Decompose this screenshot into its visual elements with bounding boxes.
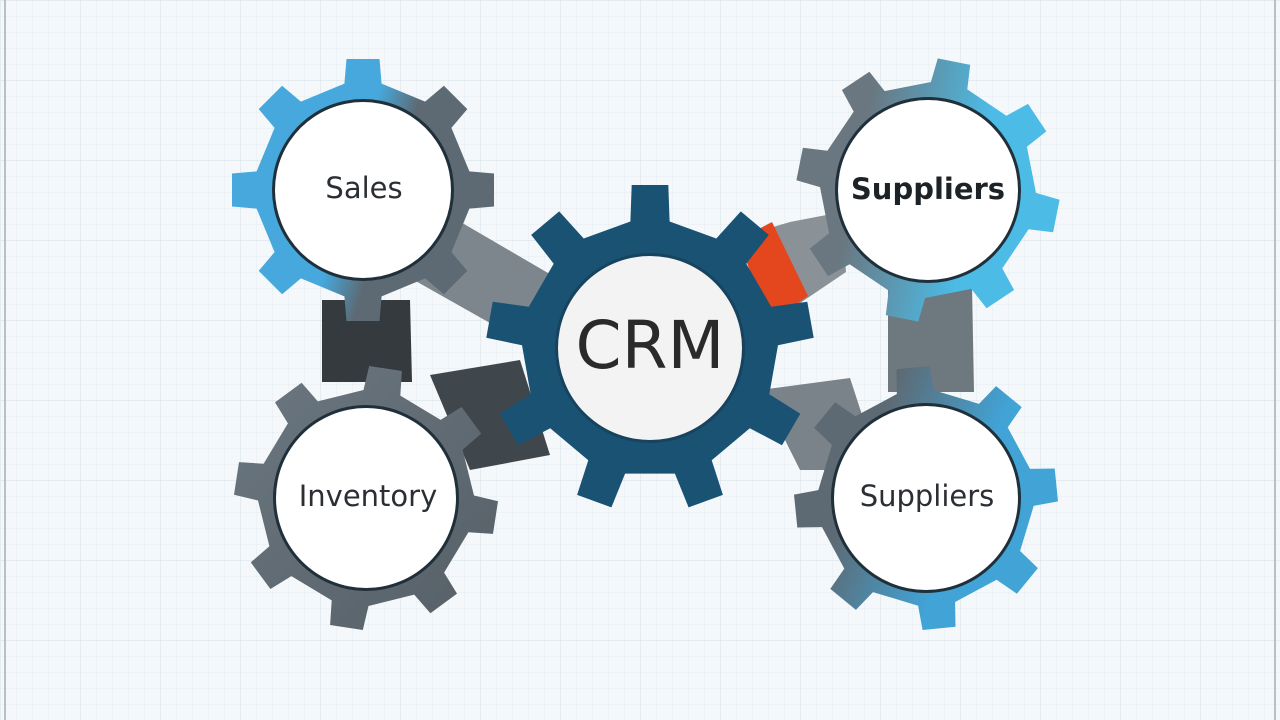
gear-suppliers-top-hub <box>838 100 1018 280</box>
gear-suppliers-bottom-hub <box>834 406 1018 590</box>
gear-suppliers-bottom <box>794 366 1058 630</box>
gear-crm <box>486 185 814 508</box>
gear-inventory-hub <box>276 408 456 588</box>
gear-label-suppliers-bottom: Suppliers <box>860 479 995 513</box>
gear-label-sales: Sales <box>325 171 402 205</box>
right-border <box>1274 0 1276 720</box>
connector-sales-inventory <box>322 300 412 382</box>
gear-label-inventory: Inventory <box>299 479 438 513</box>
gear-inventory <box>234 366 498 630</box>
left-border <box>4 0 6 720</box>
gear-crm-hub <box>558 256 742 440</box>
gear-group <box>232 58 1060 630</box>
gear-sales <box>232 59 494 321</box>
gear-label-crm: CRM <box>576 307 725 384</box>
gear-label-suppliers-top: Suppliers <box>851 172 1005 206</box>
gear-sales-hub <box>275 102 451 278</box>
gear-suppliers-top <box>796 58 1060 322</box>
